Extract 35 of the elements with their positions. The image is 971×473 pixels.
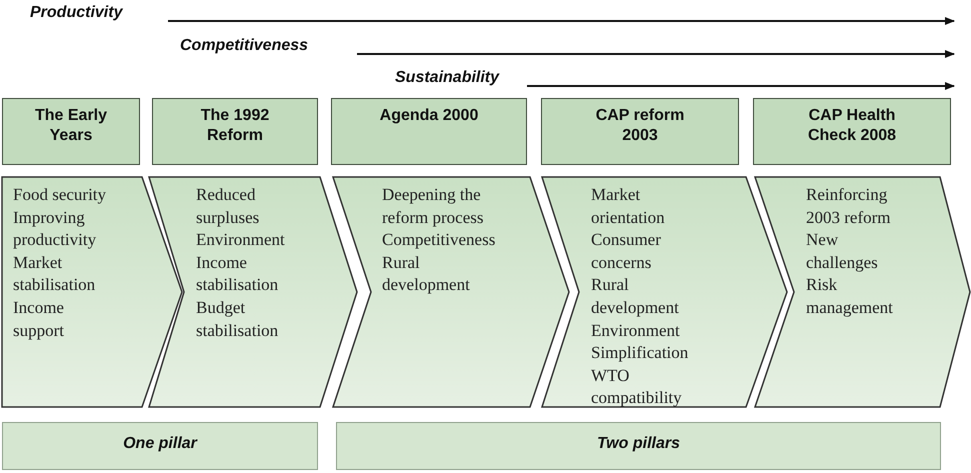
chevron-panel (541, 176, 788, 408)
list-item: Deepening the reform process (382, 184, 484, 229)
list-item: Environment (591, 320, 681, 342)
pillar-band: Two pillars (336, 422, 941, 470)
list-item: Income support (13, 296, 65, 342)
stage-header-box: The Early Years (2, 98, 140, 165)
list-item: Food security (13, 184, 108, 206)
list-item: Reinforcing 2003 reform (806, 184, 892, 229)
stage-header-box: CAP reform 2003 (541, 98, 739, 165)
list-item: Reduced surpluses (196, 184, 260, 229)
list-item: Rural development (591, 274, 680, 319)
list-item: Market stabilisation (13, 252, 96, 296)
trend-label: Sustainability (395, 69, 500, 87)
stage-header-box: Agenda 2000 (331, 98, 527, 165)
stage-header-box: CAP Health Check 2008 (753, 98, 951, 165)
list-item: New challenges (806, 229, 879, 274)
pillar-band: One pillar (2, 422, 318, 470)
trend-label: Competitiveness (180, 37, 308, 55)
list-item: Risk management (806, 274, 894, 319)
list-item: Simplification (591, 342, 690, 364)
list-item: Competitiveness (382, 229, 496, 252)
chevron-panel (754, 176, 971, 408)
list-item: Rural development (382, 252, 471, 296)
list-item: Market orientation (591, 184, 666, 229)
list-item: WTO compatibility (591, 364, 683, 410)
list-item: Improving productivity (13, 206, 98, 252)
chevron-panel (148, 176, 358, 408)
list-item: Consumer concerns (591, 229, 662, 274)
list-item: Environment (196, 229, 286, 252)
list-item: Income stabilisation (196, 252, 280, 296)
chevron-panel (1, 176, 183, 408)
stage-header-box: The 1992 Reform (152, 98, 318, 165)
chevron-panel (332, 176, 570, 408)
list-item: Budget stabilisation (196, 296, 280, 342)
trend-label: Productivity (30, 4, 122, 22)
